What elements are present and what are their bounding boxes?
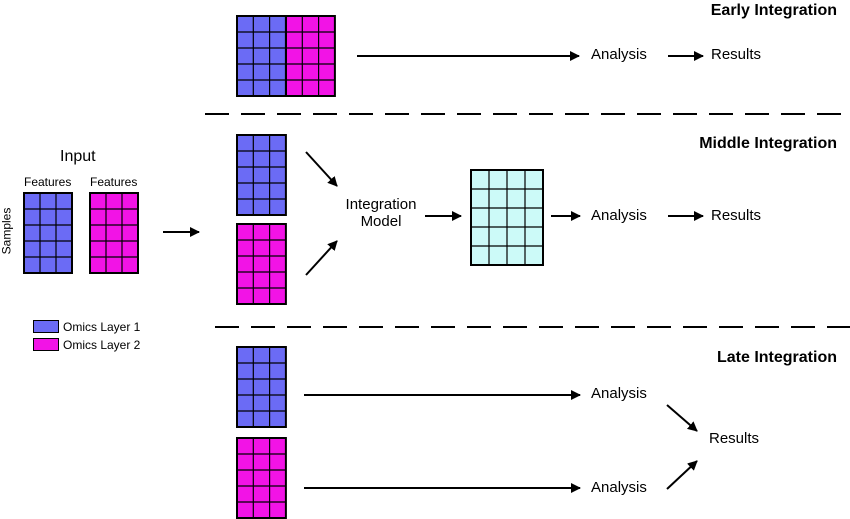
early-results-node: Results <box>711 46 762 63</box>
input-omics-layer-2-grid <box>89 192 139 274</box>
input-title: Input <box>60 148 96 165</box>
middle-omics-layer-1-grid <box>236 134 287 216</box>
late-omics-layer-1-grid <box>236 346 287 428</box>
integration-model-line2: Model <box>360 213 402 230</box>
integration-model-line1: Integration <box>345 196 417 213</box>
arrow-layer2-to-model <box>305 240 338 276</box>
legend-swatch-omics-layer-1 <box>33 320 59 333</box>
legend-label-omics-layer-1: Omics Layer 1 <box>63 320 141 334</box>
early-integration-title: Early Integration <box>710 2 837 19</box>
features-label-layer1: Features <box>24 175 72 189</box>
middle-integration-title: Middle Integration <box>699 135 837 152</box>
features-label-layer2: Features <box>90 175 138 189</box>
early-omics-layer-2-grid <box>285 15 336 97</box>
early-omics-layer-1-grid <box>236 15 287 97</box>
arrow-late-analysis2-to-results <box>666 460 698 490</box>
late-results-node: Results <box>709 430 760 447</box>
input-omics-layer-1-grid <box>23 192 73 274</box>
legend-swatch-omics-layer-2 <box>33 338 59 351</box>
late-omics-layer-2-grid <box>236 437 287 519</box>
legend-label-omics-layer-2: Omics Layer 2 <box>63 338 141 352</box>
late-analysis-node-2: Analysis <box>591 479 647 496</box>
samples-label: Samples <box>0 207 14 255</box>
middle-omics-layer-2-grid <box>236 223 287 305</box>
middle-analysis-node: Analysis <box>591 207 647 224</box>
arrow-late-analysis1-to-results <box>666 404 698 432</box>
middle-results-node: Results <box>711 207 762 224</box>
late-integration-title: Late Integration <box>716 349 837 366</box>
middle-integrated-grid <box>470 169 544 266</box>
integration-model-node: Integration Model <box>334 196 428 230</box>
early-analysis-node: Analysis <box>591 46 647 63</box>
arrow-layer1-to-model <box>305 151 338 187</box>
late-analysis-node-1: Analysis <box>591 385 647 402</box>
